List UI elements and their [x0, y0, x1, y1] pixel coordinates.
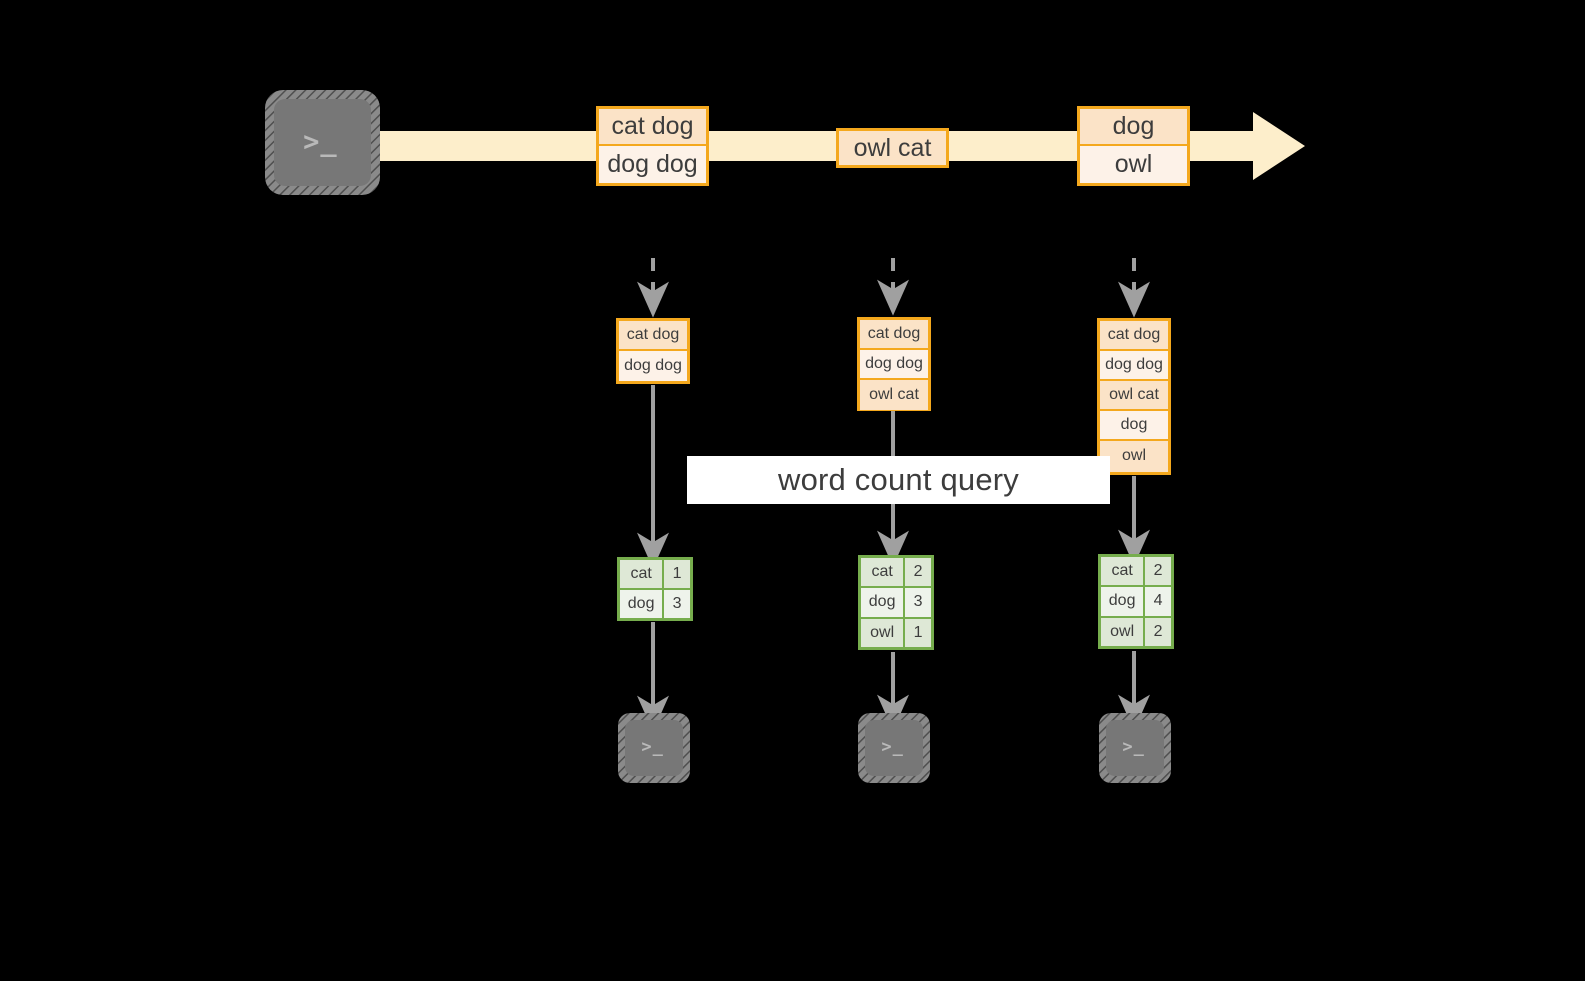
log-line: dog dog [1100, 351, 1168, 381]
terminal-screen [865, 720, 923, 776]
word-cell: dog [1101, 587, 1146, 616]
log-line: dog dog [860, 350, 928, 380]
producer-terminal-icon[interactable]: >_ [265, 90, 380, 195]
result-to-consumer-connectors [637, 622, 1150, 732]
terminal-prompt-glyph: >_ [303, 125, 338, 157]
stream-message-line: owl [1080, 146, 1187, 183]
log-line: dog dog [619, 351, 687, 381]
log-line: owl cat [1100, 381, 1168, 411]
terminal-prompt-glyph: >_ [1122, 737, 1145, 758]
count-cell: 3 [905, 588, 931, 617]
snapshot-2-log[interactable]: cat dog dog dog owl cat [857, 317, 931, 411]
word-cell: dog [620, 590, 665, 618]
table-row: dog 4 [1101, 587, 1171, 618]
snapshot-1-log[interactable]: cat dog dog dog [616, 318, 690, 384]
word-cell: cat [1101, 557, 1146, 586]
stream-message-line: cat dog [599, 109, 706, 146]
word-cell: owl [861, 618, 906, 647]
log-line: dog [1100, 411, 1168, 441]
stream-message-3[interactable]: dog owl [1077, 106, 1190, 186]
count-cell: 2 [905, 558, 931, 587]
word-cell: cat [620, 560, 665, 588]
terminal-screen [1106, 720, 1164, 776]
stream-message-line: dog dog [599, 146, 706, 183]
count-cell: 2 [1145, 557, 1171, 586]
terminal-screen [274, 99, 371, 186]
count-cell: 3 [664, 590, 690, 618]
word-cell: cat [861, 558, 906, 587]
table-row: cat 2 [861, 558, 931, 589]
query-label: word count query [778, 462, 1019, 497]
count-cell: 1 [664, 560, 690, 588]
stream-message-1[interactable]: cat dog dog dog [596, 106, 709, 186]
terminal-prompt-glyph: >_ [641, 737, 664, 758]
snapshot-2-result-table[interactable]: cat 2 dog 3 owl 1 [858, 555, 934, 650]
stream-message-line: owl cat [839, 131, 946, 165]
snapshot-1-consumer-terminal-icon[interactable]: >_ [618, 713, 690, 783]
table-row: dog 3 [620, 590, 690, 618]
word-count-query-band[interactable]: word count query [687, 456, 1110, 504]
terminal-prompt-glyph: >_ [881, 737, 904, 758]
table-row: cat 2 [1101, 557, 1171, 588]
stream-message-line: dog [1080, 109, 1187, 146]
word-cell: dog [861, 588, 906, 617]
snapshot-1-result-table[interactable]: cat 1 dog 3 [617, 557, 693, 621]
terminal-screen [625, 720, 683, 776]
snapshot-3-consumer-terminal-icon[interactable]: >_ [1099, 713, 1171, 783]
count-cell: 4 [1145, 587, 1171, 616]
count-cell: 2 [1145, 617, 1171, 646]
log-line: cat dog [860, 320, 928, 350]
table-row: dog 3 [861, 588, 931, 619]
log-line: cat dog [619, 321, 687, 351]
log-line: cat dog [1100, 321, 1168, 351]
word-cell: owl [1101, 617, 1146, 646]
log-line: owl cat [860, 380, 928, 410]
table-row: cat 1 [620, 560, 690, 590]
table-row: owl 2 [1101, 617, 1171, 646]
log-line: owl [1100, 441, 1168, 470]
count-cell: 1 [905, 618, 931, 647]
stream-message-2[interactable]: owl cat [836, 128, 949, 168]
stream-tap-connectors [637, 258, 1150, 318]
snapshot-2-consumer-terminal-icon[interactable]: >_ [858, 713, 930, 783]
table-row: owl 1 [861, 618, 931, 647]
snapshot-3-log[interactable]: cat dog dog dog owl cat dog owl [1097, 318, 1171, 475]
snapshot-3-result-table[interactable]: cat 2 dog 4 owl 2 [1098, 554, 1174, 649]
